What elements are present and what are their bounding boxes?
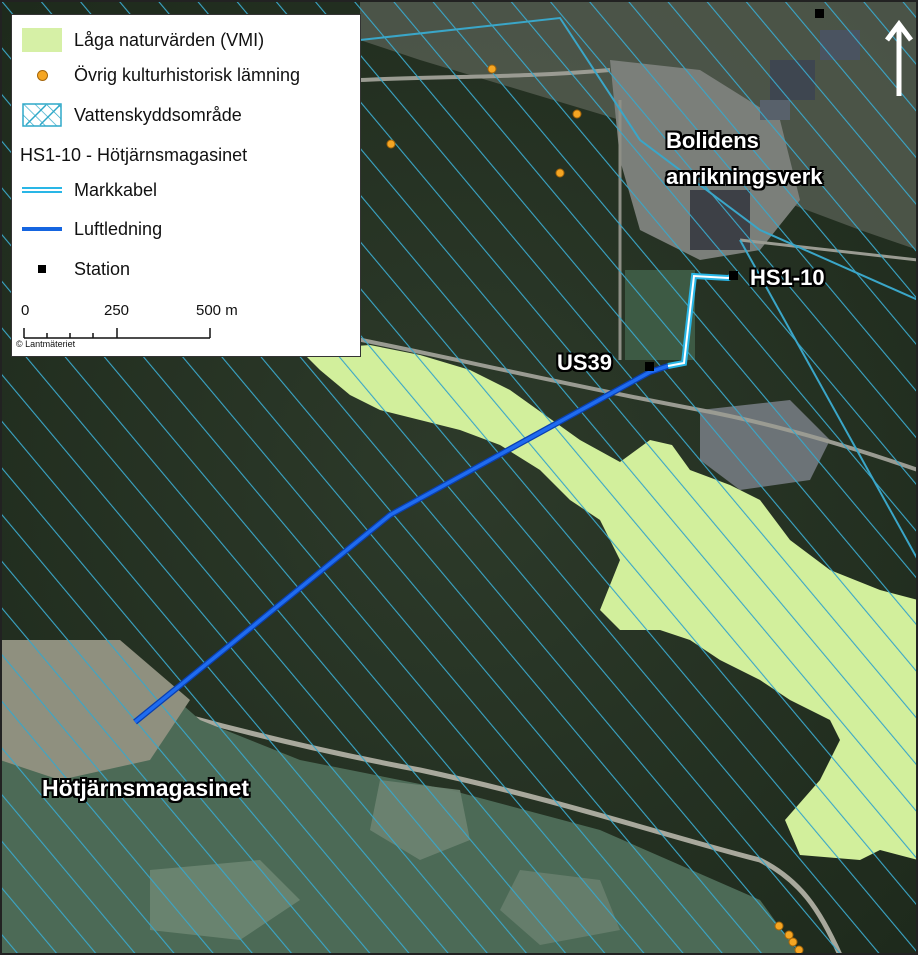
legend-label: Markkabel (74, 179, 158, 200)
heritage-point (788, 937, 798, 947)
scale-tick-label: 0 (21, 302, 30, 319)
station-label-us39: US39 (557, 350, 613, 375)
protection-boundary (359, 16, 918, 301)
heritage-point (555, 168, 565, 178)
legend-item-heritage: Övrig kulturhistorisk lämning (20, 60, 300, 90)
overhead-line (133, 364, 669, 724)
heritage-point (386, 139, 396, 149)
station-us39 (645, 362, 654, 371)
orange-dot-icon (36, 69, 48, 81)
legend-item-overhead-line: Luftledning (20, 214, 162, 244)
north-arrow-icon (885, 19, 913, 96)
place-label-anrikningsverk: anrikningsverk (666, 164, 823, 189)
legend-item-water-protection: Vattenskyddsområde (20, 100, 242, 130)
station-hs1-10 (729, 271, 738, 280)
station-label-hs1-10: HS1-10 (750, 265, 825, 290)
place-label-hotjarnsmagasinet: Hötjärnsmagasinet (42, 775, 250, 801)
heritage-point (487, 64, 497, 74)
legend-label: Luftledning (74, 218, 163, 239)
heritage-point (774, 921, 784, 931)
black-square-icon (38, 265, 46, 273)
scale-tick-label: 500 m (196, 302, 238, 319)
legend-label: Övrig kulturhistorisk lämning (74, 64, 301, 85)
green-area-swatch-icon (22, 28, 62, 52)
scale-bar (23, 328, 211, 339)
legend-item-ground-cable: Markkabel (20, 175, 157, 205)
protection-boundary-2 (739, 239, 918, 561)
legend-label: Låga naturvärden (VMI) (74, 29, 265, 50)
heritage-point (794, 945, 804, 955)
scale-tick-label: 250 (104, 302, 130, 319)
station-north (815, 9, 824, 18)
heritage-point (572, 109, 582, 119)
hatched-area-swatch-icon (22, 103, 62, 127)
legend-label: Vattenskyddsområde (74, 104, 242, 125)
legend-item-low-nature-value: Låga naturvärden (VMI) (20, 25, 264, 55)
legend: Låga naturvärden (VMI) Övrig kulturhisto… (11, 14, 361, 357)
legend-label: Station (74, 258, 131, 279)
place-label-bolidens: Bolidens (666, 128, 759, 153)
legend-item-station: Station (20, 254, 130, 284)
blue-line-icon (22, 227, 62, 231)
copyright-text: © Lantmäteriet (16, 339, 76, 349)
heritage-point (784, 930, 794, 940)
legend-group-title: HS1-10 - Hötjärnsmagasinet (20, 145, 248, 165)
double-line-icon (22, 187, 62, 193)
